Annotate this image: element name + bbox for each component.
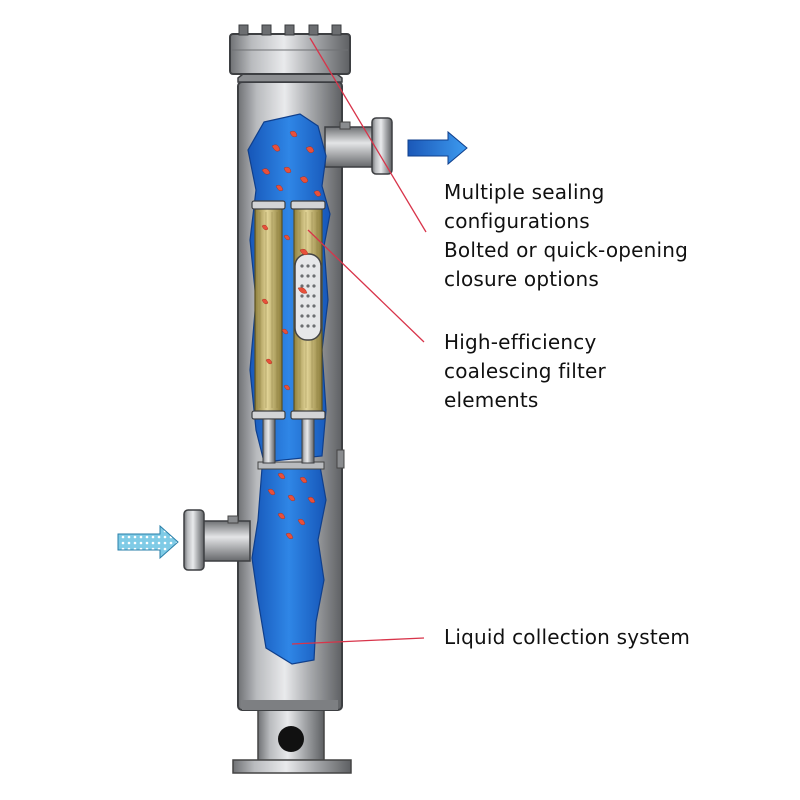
- callout-line: closure options: [444, 267, 599, 291]
- leader-line-filters: [307, 229, 425, 343]
- callout-line: High-efficiency: [444, 330, 597, 354]
- drain-port: [278, 726, 304, 752]
- callout-line: coalescing filter: [444, 359, 606, 383]
- coalescing-filter-elements: [251, 200, 326, 470]
- side-nozzle: [336, 449, 345, 469]
- callout-line: Multiple sealing: [444, 180, 605, 204]
- perforated-core: [294, 253, 322, 341]
- callout-sealing-configurations: Multiple sealing configurations Bolted o…: [444, 178, 688, 294]
- closure-flange: [229, 33, 351, 75]
- top-closure-head: [229, 24, 351, 83]
- filter-element-left: [254, 206, 283, 414]
- callout-line: configurations: [444, 209, 590, 233]
- callout-liquid-collection: Liquid collection system: [444, 623, 690, 652]
- inlet-flow-arrow: [117, 524, 179, 560]
- cutaway-lower-liquid: [251, 465, 327, 665]
- flange-bolts: [238, 24, 342, 36]
- inlet-nozzle: [183, 509, 251, 571]
- leader-line-sealing: [309, 37, 427, 233]
- outlet-flow-arrow: [407, 130, 468, 166]
- callout-coalescing-filters: High-efficiency coalescing filter elemen…: [444, 328, 606, 415]
- callout-line: Liquid collection system: [444, 625, 691, 649]
- tube-sheet: [257, 461, 325, 470]
- leader-line-collection: [291, 637, 425, 645]
- liquid-droplets: [261, 130, 322, 540]
- outlet-nozzle: [324, 117, 393, 175]
- callout-line: elements: [444, 388, 539, 412]
- bottom-skirt: [232, 704, 352, 774]
- callout-line: Bolted or quick-opening: [444, 238, 689, 262]
- leader-lines: [291, 37, 427, 645]
